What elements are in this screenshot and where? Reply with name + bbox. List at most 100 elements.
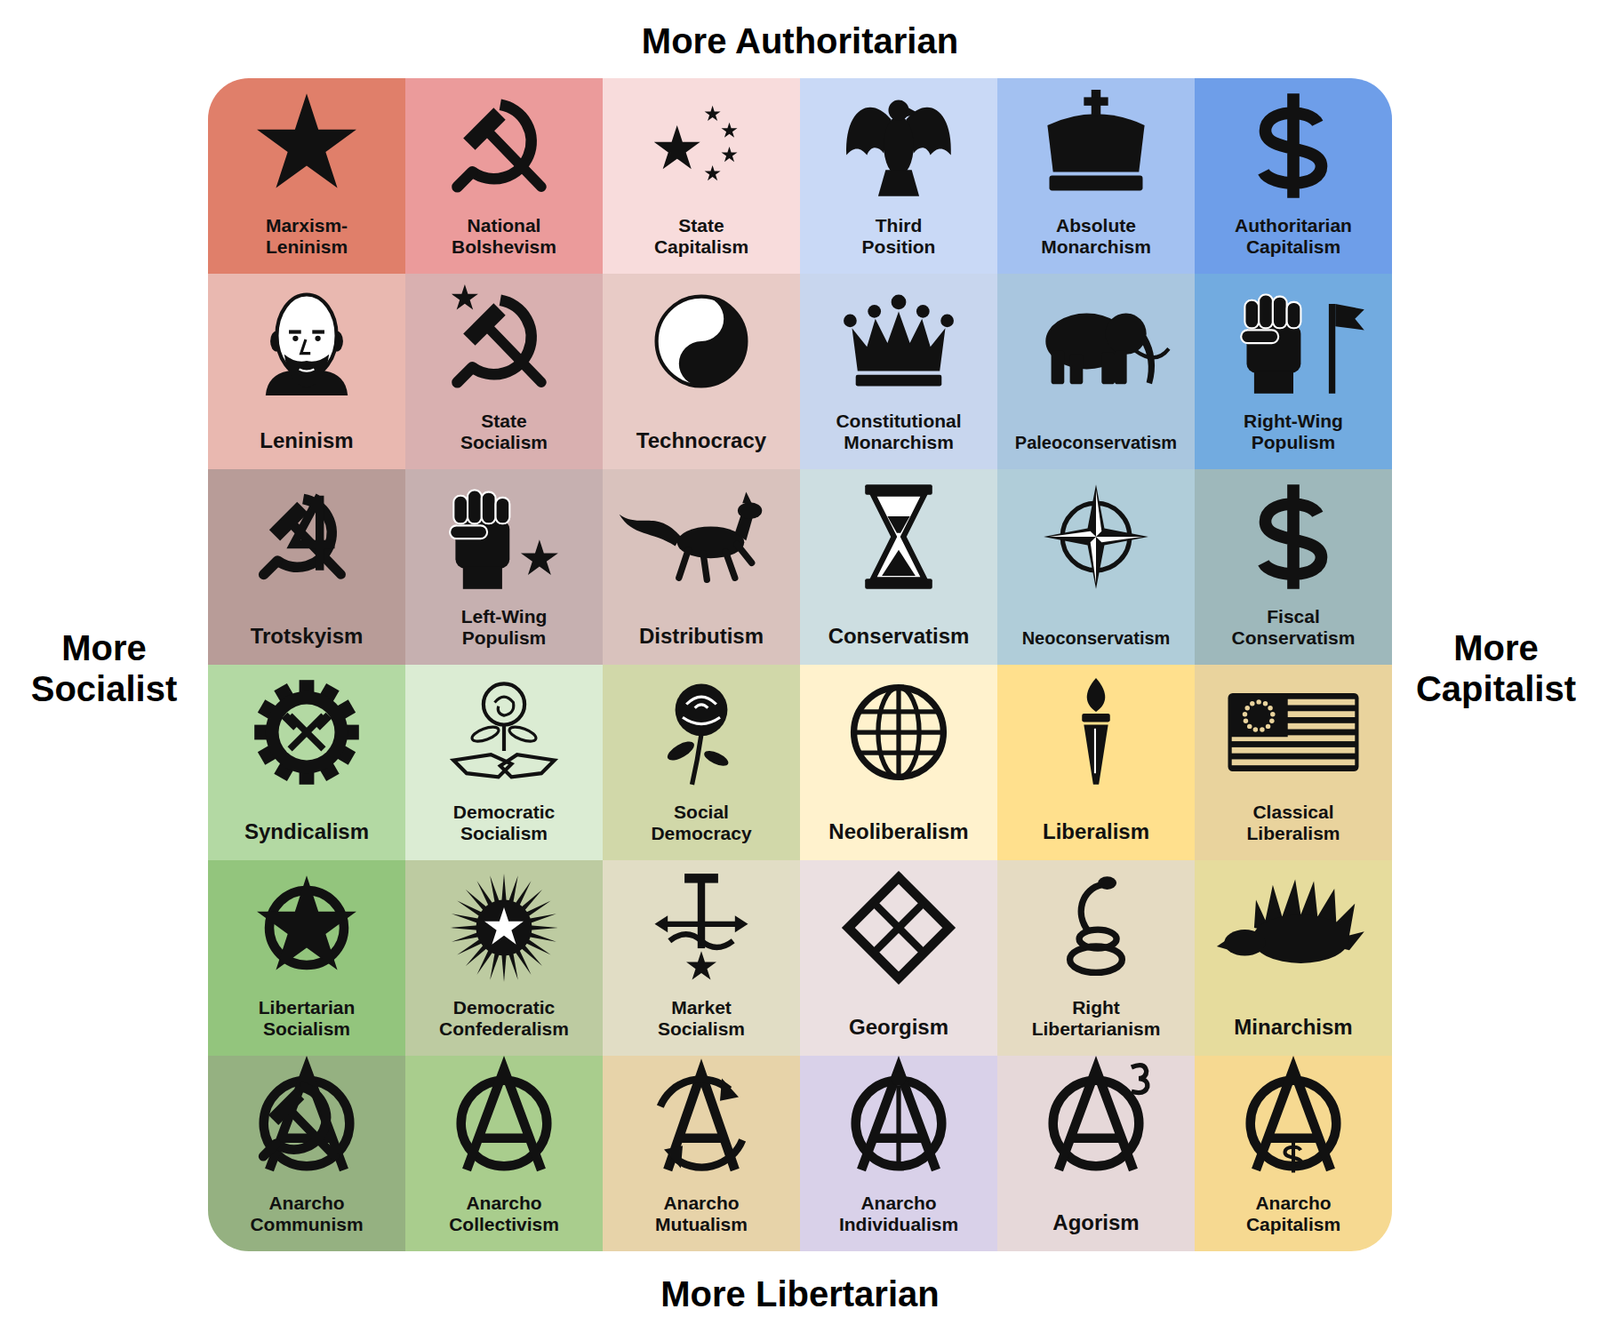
arrows-star-icon <box>655 873 749 980</box>
axis-label-box: More Authoritarian <box>641 20 959 62</box>
ideology-cell: Anarcho Communism <box>208 1056 406 1252</box>
ideology-name: Right Libertarianism <box>1031 997 1161 1040</box>
ideology-name: Right-Wing Populism <box>1242 410 1344 454</box>
ideology-name: Anarcho Communism <box>249 1192 364 1236</box>
beast-icon <box>619 492 763 581</box>
ideology-name: Absolute Monarchism <box>1040 215 1152 258</box>
ideology-name: Trotskyism <box>250 624 364 649</box>
ideology-name: Anarcho Individualism <box>839 1192 960 1236</box>
ideology-cell: National Bolshevism <box>405 78 603 274</box>
ideology-cell: Right-Wing Populism <box>1194 273 1392 470</box>
ideology-name: Paleoconservatism <box>1015 432 1177 454</box>
portrait-icon <box>265 295 348 396</box>
ideology-cell: Neoliberalism <box>800 664 998 861</box>
ideology-name: Libertarian Socialism <box>257 997 356 1040</box>
circle-a-hammer-sickle-icon <box>263 1069 350 1170</box>
ideology-name: Anarcho Capitalism <box>1246 1192 1342 1236</box>
crown-icon <box>1047 89 1144 191</box>
ideology-cell: Anarcho Individualism <box>800 1056 998 1252</box>
axis-label: More Libertarian <box>660 1273 939 1315</box>
ideology-name: Democratic Socialism <box>453 801 556 845</box>
ideology-cell: Neoconservatism <box>997 469 1195 665</box>
dollar-icon <box>1263 484 1321 590</box>
ideology-cell: Technocracy <box>602 273 800 470</box>
ideology-name: Democratic Confederalism <box>439 997 570 1040</box>
hammer-sickle-star-icon <box>451 284 542 383</box>
hammer-sickle-four-icon <box>264 496 342 576</box>
swirl-icon <box>656 296 747 387</box>
ideology-name: Leninism <box>259 428 353 454</box>
ideology-cell: Minarchism <box>1194 860 1392 1056</box>
ideology-name: Marxism-Leninism <box>265 215 349 258</box>
star-icon <box>256 93 357 188</box>
flag-icon <box>1228 693 1360 772</box>
hammer-sickle-icon <box>457 104 543 187</box>
ideology-cell: Georgism <box>800 860 998 1056</box>
axis-label-box: More Socialist <box>15 627 193 710</box>
ideology-cell: Left-Wing Populism <box>405 469 603 665</box>
ideology-name: State Capitalism <box>654 215 750 258</box>
ideology-cell: Conservatism <box>800 469 998 665</box>
axis-label: More Capitalist <box>1402 627 1590 710</box>
ideology-cell: Syndicalism <box>208 664 406 861</box>
ideology-name: Distributism <box>639 624 764 649</box>
hourglass-icon <box>864 484 933 590</box>
ideology-cell: Democratic Confederalism <box>405 860 603 1056</box>
ideology-name: Neoliberalism <box>828 819 968 845</box>
ideology-name: Agorism <box>1052 1210 1139 1236</box>
mammoth-icon <box>1045 313 1169 385</box>
ideology-cell: Leninism <box>208 273 406 470</box>
ideology-cell: Right Libertarianism <box>997 860 1195 1056</box>
ideology-name: Authoritarian Capitalism <box>1234 215 1353 258</box>
ideology-cell: Anarcho Collectivism <box>405 1056 603 1252</box>
ideology-cell: Democratic Socialism <box>405 664 603 861</box>
axis-label: More Socialist <box>15 627 193 710</box>
eagle-icon <box>846 100 952 197</box>
ideology-name: National Bolshevism <box>451 215 558 258</box>
ideology-name: Liberalism <box>1042 819 1150 845</box>
ideology-name: Constitutional Monarchism <box>835 410 962 454</box>
sunburst-icon <box>449 873 559 983</box>
ideology-name: State Socialism <box>460 410 549 454</box>
ideology-name: Georgism <box>848 1015 949 1040</box>
cell-grounds <box>208 78 1392 1252</box>
crown-icon <box>843 295 954 387</box>
ideology-name: Anarcho Collectivism <box>448 1192 560 1236</box>
ideology-cell: Distributism <box>602 469 800 665</box>
ideology-cell: Libertarian Socialism <box>208 860 406 1056</box>
snake-icon <box>1070 876 1123 973</box>
ideology-name: Fiscal Conservatism <box>1231 606 1356 649</box>
circle-a-dollar-icon <box>1250 1069 1337 1173</box>
axis-label-box: More Capitalist <box>1402 627 1590 710</box>
ideology-cell: Absolute Monarchism <box>997 78 1195 274</box>
ideology-cell: Marxism-Leninism <box>208 78 406 274</box>
fist-star-icon <box>449 490 559 590</box>
ideology-cell: Fiscal Conservatism <box>1194 469 1392 665</box>
rose-handshake-icon <box>453 683 554 777</box>
ideology-cell: Anarcho Capitalism <box>1194 1056 1392 1252</box>
rose-icon <box>664 683 731 784</box>
ideology-name: Anarcho Mutualism <box>655 1192 749 1236</box>
fist-flag-icon <box>1240 295 1365 394</box>
porcupine-icon <box>1216 879 1365 964</box>
ideology-name: Conservatism <box>828 624 970 649</box>
ideology-name: Technocracy <box>636 428 767 454</box>
ideology-cell: Trotskyism <box>208 469 406 665</box>
circle-a-icon <box>461 1069 548 1170</box>
ideology-cell: Third Position <box>800 78 998 274</box>
ring-star-icon <box>256 875 357 970</box>
ideology-name: Neoconservatism <box>1022 628 1171 649</box>
axis-label-box: More Libertarian <box>660 1273 939 1315</box>
ideology-name: Market Socialism <box>657 997 746 1040</box>
ideology-cell: Constitutional Monarchism <box>800 273 998 470</box>
ideology-cell: Liberalism <box>997 664 1195 861</box>
globe-icon <box>854 688 944 778</box>
five-stars-icon <box>654 105 738 181</box>
dollar-icon <box>1263 93 1321 199</box>
ideology-cell: Market Socialism <box>602 860 800 1056</box>
ideology-name: Classical Liberalism <box>1246 801 1341 845</box>
ideology-cell: Agorism <box>997 1056 1195 1252</box>
ideology-cell: Social Democracy <box>602 664 800 861</box>
